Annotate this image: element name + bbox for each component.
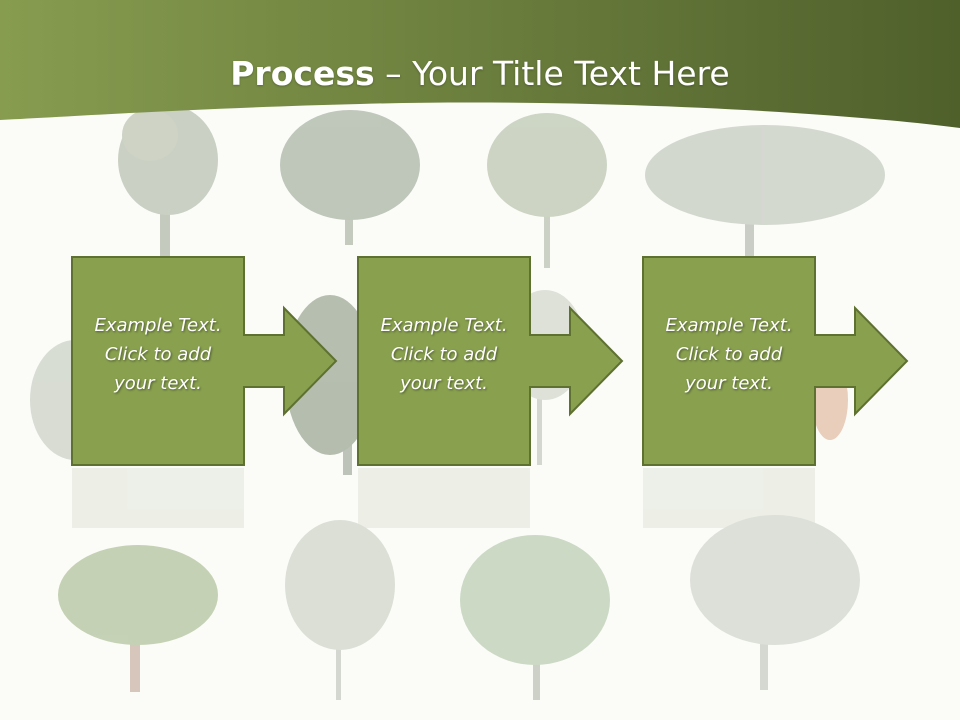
process-step-1[interactable]: Example Text. Click to add your text. [71,255,341,515]
step-text: Example Text. Click to add your text. [665,315,793,394]
page-title[interactable]: Process – Your Title Text Here [0,52,960,96]
title-rest: – Your Title Text Here [374,54,730,93]
process-step-2[interactable]: Example Text. Click to add your text. [357,255,627,515]
tree-icon [118,105,218,260]
arrow-box-shape [642,256,909,466]
tree-icon [645,125,885,257]
header-band [0,0,960,128]
step-text: Example Text. Click to add your text. [94,315,222,394]
tree-icon [285,520,395,700]
arrow-box-shape [71,256,338,466]
tree-icon [690,515,860,690]
tree-icon [280,110,420,245]
step-text: Example Text. Click to add your text. [380,315,508,394]
tree-icon [58,545,218,692]
process-step-3[interactable]: Example Text. Click to add your text. [642,255,912,515]
arrow-box-shape [357,256,624,466]
tree-icon [487,113,607,268]
tree-icon [460,535,610,700]
title-bold: Process [230,54,375,93]
